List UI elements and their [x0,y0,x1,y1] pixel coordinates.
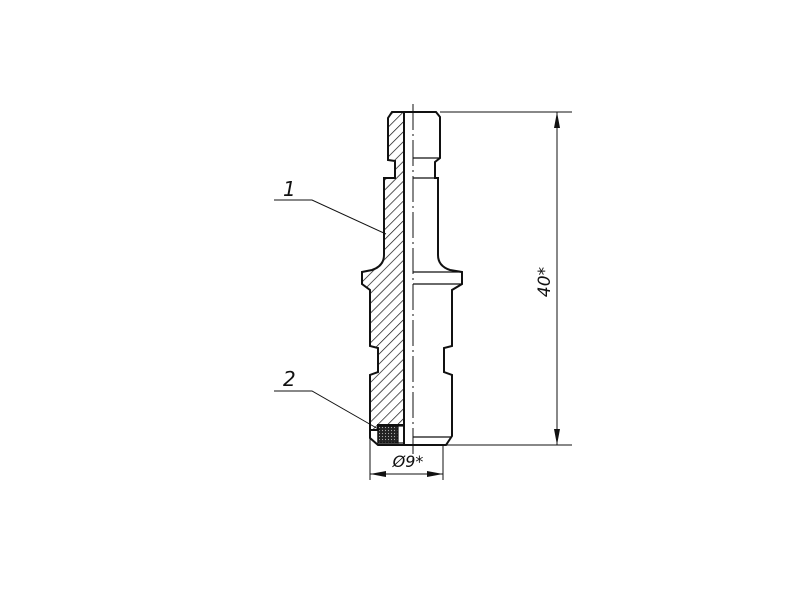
arrow-right [427,471,443,477]
arrow-left [370,471,386,477]
bottom-chamfer [369,430,404,446]
diameter-dimension-label: Ø9* [392,452,424,471]
callout-2-leader [274,390,381,431]
arrow-bottom [554,429,560,445]
seal-element [377,425,399,444]
callout-1-leader [274,199,387,235]
callout-1-label: 1 [283,177,296,201]
length-dimension-label: 40* [535,267,555,297]
section-hatched-body [361,111,405,431]
outer-profile-right [404,111,463,446]
arrow-top [554,112,560,128]
callout-2-label: 2 [283,367,296,391]
